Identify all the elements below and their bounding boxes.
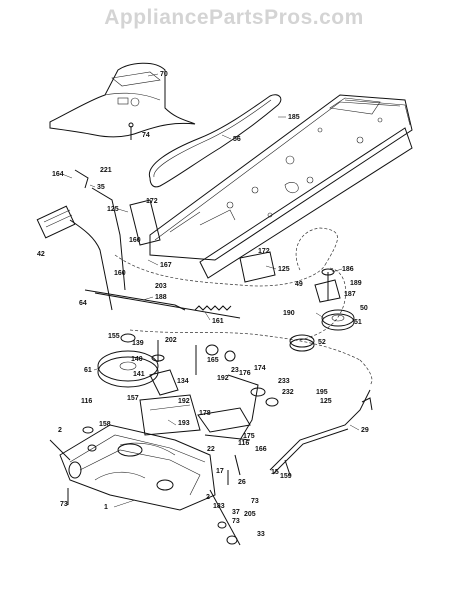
label-125: 125 <box>107 206 119 213</box>
label-50: 50 <box>360 305 368 312</box>
label-17: 17 <box>216 468 224 475</box>
label-141: 141 <box>133 371 145 378</box>
label-190: 190 <box>283 310 295 317</box>
label-174: 174 <box>254 365 266 372</box>
label-140: 140 <box>131 356 143 363</box>
fender-hood <box>49 62 196 138</box>
label-52: 52 <box>318 339 326 346</box>
label-221: 221 <box>100 167 112 174</box>
belt-routing <box>114 227 373 386</box>
idler-pulleys <box>289 268 355 352</box>
label-73c: 73 <box>60 501 68 508</box>
label-70: 70 <box>160 71 168 78</box>
label-202: 202 <box>165 337 177 344</box>
label-51: 51 <box>354 319 362 326</box>
label-165: 165 <box>207 357 219 364</box>
label-1: 1 <box>104 504 108 511</box>
label-178: 178 <box>199 410 211 417</box>
label-35: 35 <box>97 184 105 191</box>
label-160b: 160 <box>114 270 126 277</box>
label-172b: 172 <box>258 248 270 255</box>
label-116b: 116 <box>238 440 249 447</box>
label-73b: 73 <box>232 518 240 525</box>
label-139: 139 <box>132 340 144 347</box>
brake-pedal-assembly <box>36 169 241 319</box>
label-233: 233 <box>278 378 290 385</box>
label-2: 2 <box>58 427 62 434</box>
label-164: 164 <box>52 171 64 178</box>
label-116: 116 <box>81 398 92 405</box>
label-189: 189 <box>350 280 362 287</box>
label-175: 175 <box>243 433 255 440</box>
label-61: 61 <box>84 367 92 374</box>
label-22: 22 <box>207 446 215 453</box>
label-125b: 125 <box>278 266 290 273</box>
label-155: 155 <box>108 333 120 340</box>
transmission-pulley <box>97 333 159 388</box>
label-187: 187 <box>344 291 356 298</box>
label-2b: 2 <box>206 494 210 501</box>
label-134: 134 <box>177 378 189 385</box>
label-64: 64 <box>79 300 87 307</box>
label-159: 159 <box>280 473 292 480</box>
label-29: 29 <box>361 427 369 434</box>
shift-linkage <box>197 374 373 476</box>
transaxle <box>49 424 241 546</box>
label-203: 203 <box>155 283 167 290</box>
label-37: 37 <box>232 509 240 516</box>
label-33: 33 <box>257 531 265 538</box>
label-195: 195 <box>316 389 328 396</box>
label-167: 167 <box>160 262 172 269</box>
label-192: 192 <box>217 375 229 382</box>
drive-belt <box>148 94 282 188</box>
label-15: 15 <box>271 469 279 476</box>
label-73: 73 <box>251 498 259 505</box>
label-185: 185 <box>288 114 300 121</box>
part-labels: 70 74 56 185 221 164 35 172 125 160 42 1… <box>37 71 369 538</box>
label-125c: 125 <box>320 398 332 405</box>
label-49: 49 <box>295 281 303 288</box>
label-188: 188 <box>155 294 167 301</box>
label-166: 166 <box>255 446 267 453</box>
label-205: 205 <box>244 511 256 518</box>
label-193: 193 <box>178 420 190 427</box>
label-42: 42 <box>37 251 45 258</box>
spring-161 <box>194 305 232 311</box>
center-hardware <box>139 340 236 436</box>
label-74: 74 <box>142 132 150 139</box>
label-161: 161 <box>212 318 224 325</box>
bracket-172 <box>129 199 276 283</box>
label-192b: 192 <box>178 398 190 405</box>
fastener-74 <box>128 122 134 140</box>
label-232: 232 <box>282 389 294 396</box>
chassis-frame <box>149 94 413 279</box>
watermark-logo: AppliancePartsPros.com <box>104 6 364 29</box>
label-186: 186 <box>342 266 354 273</box>
label-157: 157 <box>127 395 139 402</box>
label-56: 56 <box>233 136 241 143</box>
label-26: 26 <box>238 479 246 486</box>
label-172: 172 <box>146 198 158 205</box>
leader-lines <box>61 73 360 508</box>
label-23: 23 <box>231 367 239 374</box>
label-183: 183 <box>213 503 225 510</box>
label-160: 160 <box>129 237 141 244</box>
label-158: 158 <box>99 421 111 428</box>
label-176: 176 <box>239 370 251 377</box>
